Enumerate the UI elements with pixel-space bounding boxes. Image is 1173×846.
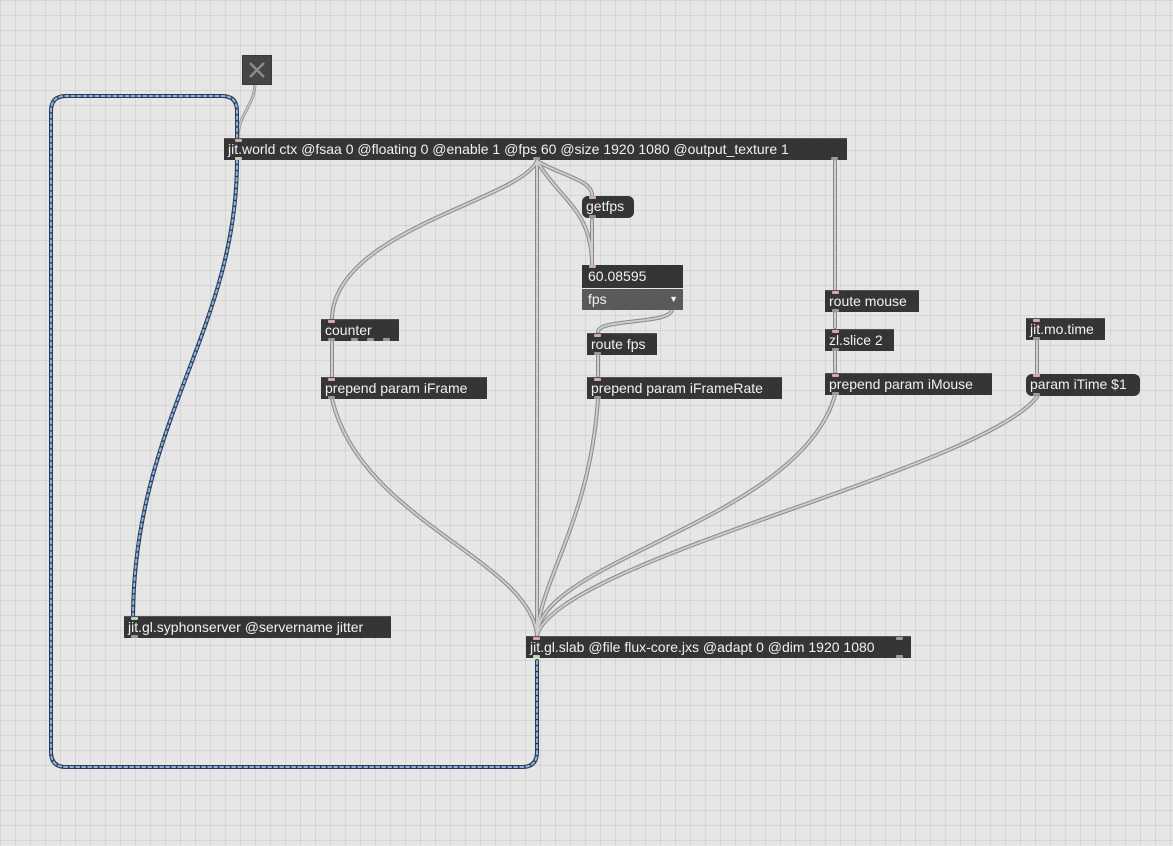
jit-world-object[interactable]: jit.world ctx @fsaa 0 @floating 0 @enabl… [224, 138, 847, 160]
outlet[interactable] [832, 392, 839, 395]
inlet[interactable] [589, 196, 596, 199]
cord-iframerate-slab [536, 398, 599, 636]
cord-iframe-slab [331, 398, 538, 636]
outlet[interactable] [589, 215, 596, 218]
prepend-iframe-object[interactable]: prepend param iFrame [321, 377, 487, 399]
outlet[interactable] [832, 309, 839, 312]
cord-imouse-slab [536, 394, 836, 636]
route-mouse-label: route mouse [829, 293, 907, 309]
inlet[interactable] [1033, 374, 1040, 377]
cord-texture-loop [49, 94, 539, 769]
outlet[interactable] [328, 338, 335, 341]
inlet[interactable] [832, 374, 839, 377]
outlet[interactable] [1033, 337, 1040, 340]
umenu-selected: fps [588, 291, 607, 307]
zl-slice-label: zl.slice 2 [829, 332, 883, 348]
syphonserver-label: jit.gl.syphonserver @servername jitter [128, 619, 364, 635]
cord-texture-syphon [131, 158, 239, 617]
cord-world-getfps [536, 160, 593, 196]
inlet[interactable] [235, 139, 242, 142]
inlet[interactable] [328, 320, 335, 323]
fps-number-box[interactable]: 60.08595 [582, 265, 683, 288]
prepend-iframe-label: prepend param iFrame [325, 380, 468, 396]
syphonserver-object[interactable]: jit.gl.syphonserver @servername jitter [124, 616, 391, 638]
inlet[interactable] [589, 265, 596, 268]
cord-umenu-route-fps [597, 308, 673, 333]
param-itime-message[interactable]: param iTime $1 [1026, 374, 1140, 396]
inlet[interactable] [896, 637, 903, 640]
counter-object[interactable]: counter [321, 319, 399, 341]
route-fps-object[interactable]: route fps [587, 333, 657, 355]
outlet[interactable] [383, 338, 390, 341]
prepend-iframerate-object[interactable]: prepend param iFrameRate [587, 377, 782, 399]
route-mouse-object[interactable]: route mouse [825, 290, 919, 312]
jit-gl-slab-label: jit.gl.slab @file flux-core.jxs @adapt 0… [530, 639, 875, 655]
toggle-x-icon[interactable] [242, 55, 272, 85]
outlet[interactable] [131, 635, 138, 638]
inlet[interactable] [328, 378, 335, 381]
fps-umenu[interactable]: fps ▼ [582, 289, 683, 310]
jit-mo-time-object[interactable]: jit.mo.time [1026, 318, 1105, 340]
outlet[interactable] [328, 396, 335, 399]
inlet[interactable] [594, 334, 601, 337]
route-fps-label: route fps [591, 336, 646, 352]
inlet[interactable] [131, 617, 138, 620]
prepend-iframerate-label: prepend param iFrameRate [591, 380, 763, 396]
zl-slice-object[interactable]: zl.slice 2 [825, 329, 894, 351]
outlet[interactable] [1033, 393, 1040, 396]
dropdown-arrow-icon: ▼ [669, 294, 678, 304]
cord-itime-slab [536, 396, 1038, 636]
cord-world-counter [331, 160, 538, 319]
inlet[interactable] [594, 378, 601, 381]
outlet[interactable] [351, 338, 358, 341]
jit-mo-time-label: jit.mo.time [1030, 321, 1094, 337]
inlet[interactable] [533, 637, 540, 640]
cord-world-numbox [536, 160, 593, 266]
prepend-imouse-label: prepend param iMouse [829, 376, 973, 392]
param-itime-label: param iTime $1 [1030, 376, 1127, 392]
inlet[interactable] [832, 330, 839, 333]
outlet[interactable] [594, 396, 601, 399]
outlet[interactable] [832, 348, 839, 351]
x-icon [249, 62, 265, 78]
jit-world-label: jit.world ctx @fsaa 0 @floating 0 @enabl… [228, 141, 789, 157]
outlet[interactable] [594, 352, 601, 355]
outlet[interactable] [533, 655, 540, 658]
jit-gl-slab-object[interactable]: jit.gl.slab @file flux-core.jxs @adapt 0… [526, 636, 911, 658]
outlet[interactable] [367, 338, 374, 341]
outlet[interactable] [235, 157, 242, 160]
outlet[interactable] [533, 157, 540, 160]
fps-number-value: 60.08595 [588, 268, 647, 284]
outlet[interactable] [831, 157, 838, 160]
prepend-imouse-object[interactable]: prepend param iMouse [825, 373, 992, 395]
outlet[interactable] [896, 655, 903, 658]
counter-label: counter [325, 322, 372, 338]
getfps-label: getfps [586, 198, 625, 214]
inlet[interactable] [832, 291, 839, 294]
inlet[interactable] [1033, 319, 1040, 322]
getfps-message[interactable]: getfps [582, 196, 634, 218]
